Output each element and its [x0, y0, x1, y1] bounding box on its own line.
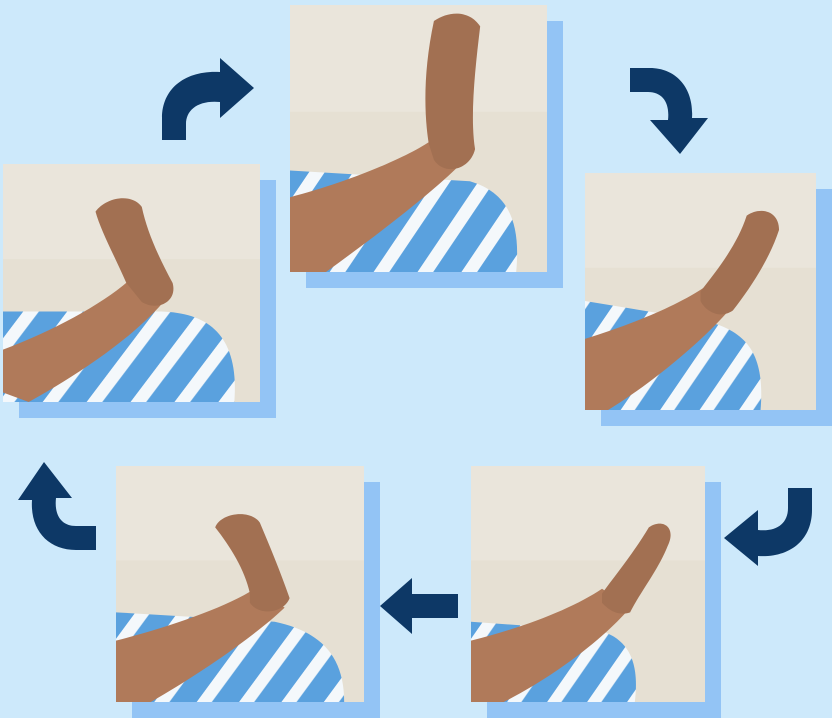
- step-photo-bottom-right: [471, 466, 705, 702]
- foot-photo: [290, 5, 547, 272]
- step-photo-top: [290, 5, 547, 272]
- step-photo-right: [585, 173, 816, 410]
- foot-photo: [471, 466, 705, 702]
- step-photo-left: [3, 164, 260, 402]
- foot-photo: [585, 173, 816, 410]
- photo-scene: [116, 466, 364, 702]
- photo-scene: [290, 5, 547, 272]
- foot-photo: [116, 466, 364, 702]
- photo-scene: [585, 173, 816, 410]
- arrow-left-icon: [380, 578, 458, 634]
- curved-arrow-up-icon: [18, 458, 98, 552]
- curved-arrow-right-icon: [158, 58, 258, 142]
- foot-photo: [3, 164, 260, 402]
- curved-arrow-down-icon: [628, 64, 712, 156]
- photo-scene: [3, 164, 260, 402]
- step-photo-bottom-left: [116, 466, 364, 702]
- photo-scene: [471, 466, 705, 702]
- curved-arrow-down-left-icon: [724, 484, 814, 566]
